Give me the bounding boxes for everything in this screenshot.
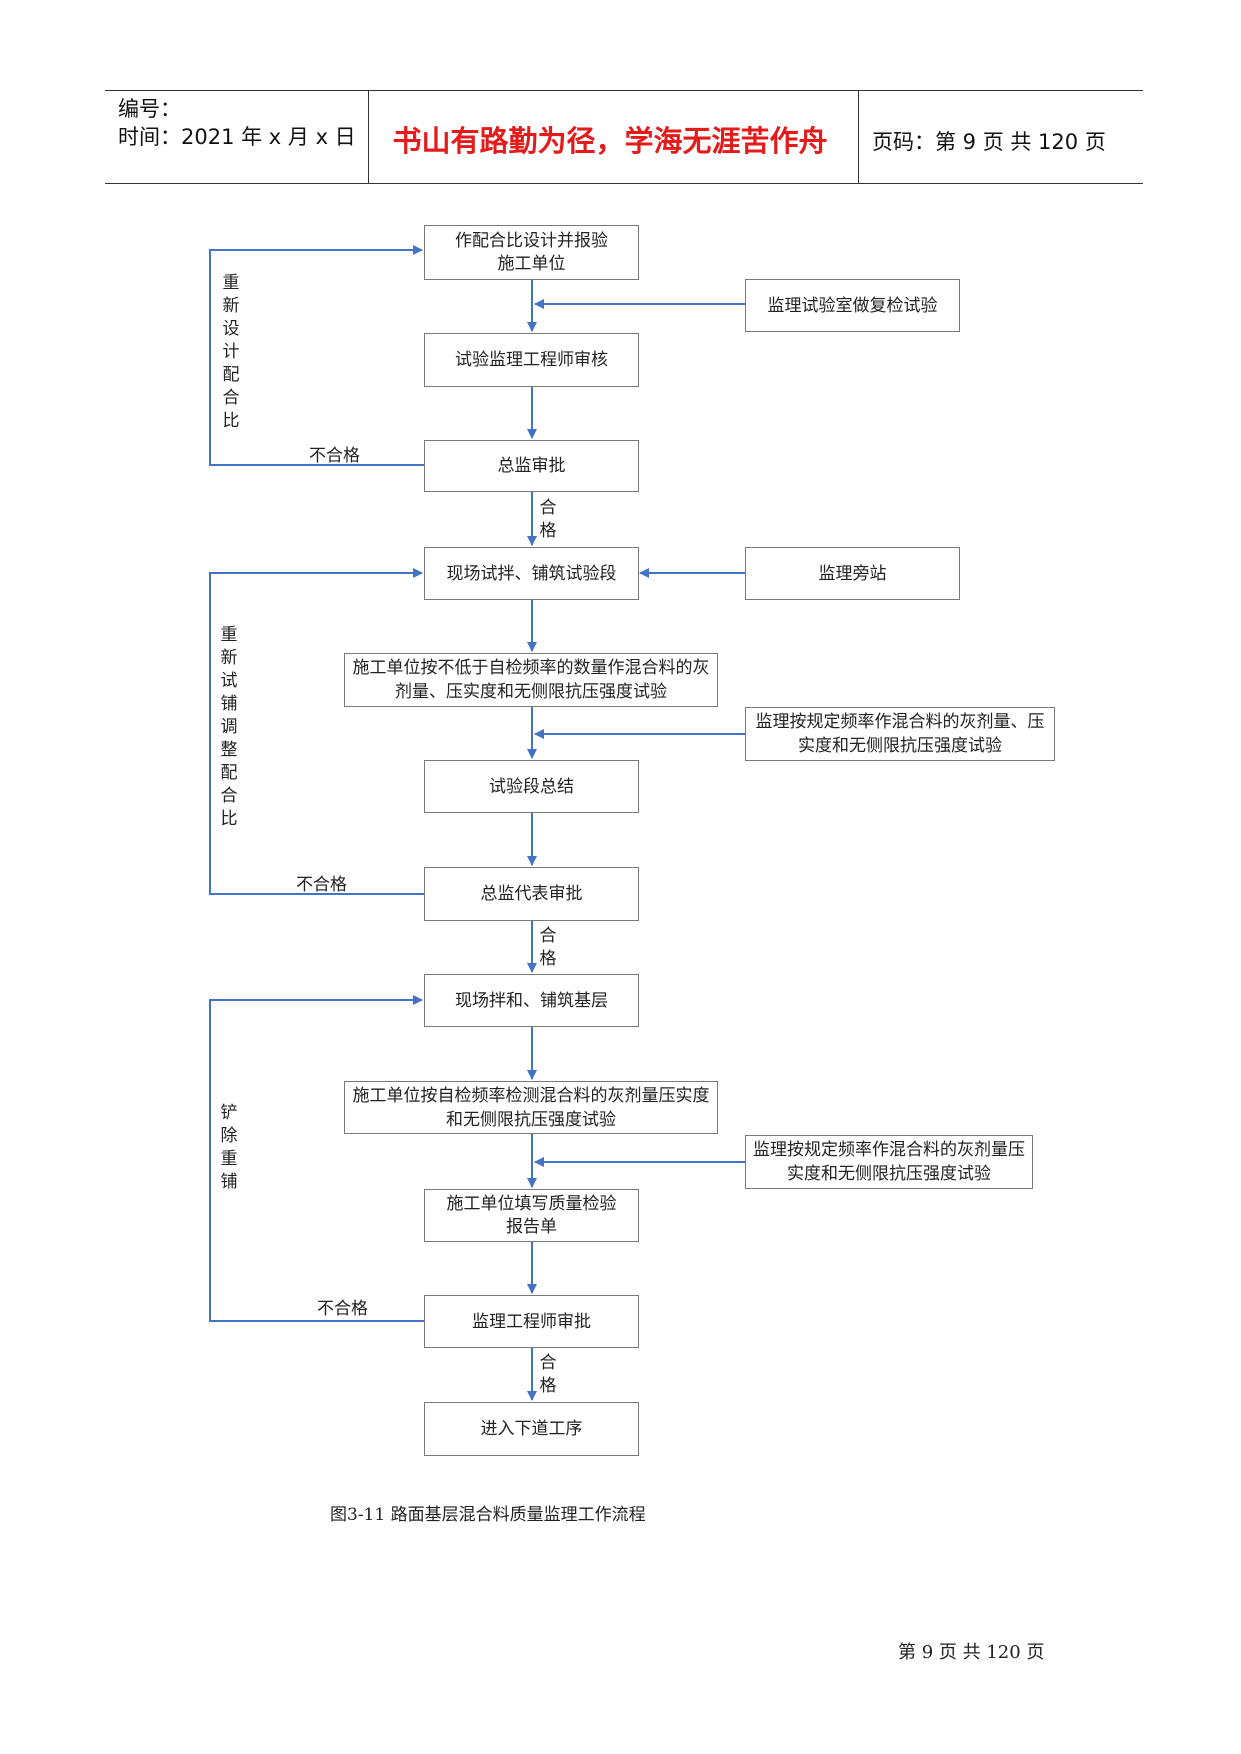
header-number-label: 编号：	[118, 97, 181, 121]
loop-redesign	[209, 245, 424, 466]
node-lab-recheck: 监理试验室做复检试验	[745, 279, 960, 332]
header-time-label: 时间：2021 年 x 月 x 日	[118, 125, 356, 149]
loop-repave	[209, 995, 424, 1322]
label-loop-redesign: 重新设计配合比	[222, 273, 240, 431]
node-lab-recheck-text: 监理试验室做复检试验	[767, 295, 938, 316]
node-supervisor-test-1: 监理按规定频率作混合料的灰剂量、压实度和无侧限抗压强度试验	[745, 707, 1055, 761]
header-motto: 书山有路勤为径，学海无涯苦作舟	[392, 124, 828, 158]
node-trial-summary-text: 试验段总结	[489, 776, 574, 797]
loop-retrial	[209, 568, 424, 895]
label-loop-repave: 铲除重铺	[220, 1103, 238, 1192]
node-quality-report-text: 施工单位填写质量检验 报告单	[446, 1193, 617, 1237]
node-design-text: 作配合比设计并报验 施工单位	[455, 230, 608, 274]
node-chief-rep-approve: 总监代表审批	[424, 867, 639, 921]
node-next-process: 进入下道工序	[424, 1402, 639, 1456]
node-contractor-test-1: 施工单位按不低于自检频率的数量作混合料的灰剂量、压实度和无侧限抗压强度试验	[344, 653, 718, 707]
node-engineer-approve: 监理工程师审批	[424, 1295, 639, 1348]
node-site-mix: 现场拌和、铺筑基层	[424, 974, 639, 1027]
node-supervise-station: 监理旁站	[745, 547, 960, 600]
header-divider-right	[858, 90, 859, 184]
label-fail-3: 不合格	[317, 1299, 368, 1319]
label-loop-retrial: 重新试铺调整配合比	[220, 625, 238, 829]
node-trial-mix: 现场试拌、铺筑试验段	[424, 547, 639, 600]
node-site-mix-text: 现场拌和、铺筑基层	[455, 990, 608, 1011]
header-bottom-rule	[105, 183, 1143, 184]
figure-caption: 图3-11 路面基层混合料质量监理工作流程	[330, 1505, 646, 1525]
node-engineer-review-text: 试验监理工程师审核	[455, 350, 608, 370]
node-next-process-text: 进入下道工序	[480, 1419, 583, 1439]
node-trial-summary: 试验段总结	[424, 760, 639, 813]
page-footer: 第 9 页 共 120 页	[898, 1642, 1045, 1663]
label-fail-2: 不合格	[296, 875, 347, 895]
label-fail-1: 不合格	[309, 446, 360, 466]
header-top-rule	[105, 90, 1143, 91]
node-design: 作配合比设计并报验 施工单位	[424, 225, 639, 280]
node-engineer-approve-text: 监理工程师审批	[472, 1311, 591, 1332]
node-chief-rep-approve-text: 总监代表审批	[480, 884, 583, 904]
label-pass-2: 合格	[539, 926, 557, 969]
node-engineer-review: 试验监理工程师审核	[424, 333, 639, 387]
node-supervisor-test-1-text: 监理按规定频率作混合料的灰剂量、压实度和无侧限抗压强度试验	[755, 712, 1045, 756]
label-pass-3: 合格	[539, 1353, 557, 1396]
label-pass-1: 合格	[539, 498, 557, 541]
node-contractor-test-2-text: 施工单位按自检频率检测混合料的灰剂量压实度和无侧限抗压强度试验	[352, 1085, 710, 1130]
node-chief-approve-1: 总监审批	[424, 440, 639, 492]
node-supervisor-test-2-text: 监理按规定频率作混合料的灰剂量压实度和无侧限抗压强度试验	[753, 1140, 1025, 1184]
node-trial-mix-text: 现场试拌、铺筑试验段	[446, 563, 617, 584]
header-page-label: 页码：第 9 页 共 120 页	[872, 130, 1106, 154]
node-supervisor-test-2: 监理按规定频率作混合料的灰剂量压实度和无侧限抗压强度试验	[745, 1135, 1033, 1189]
node-contractor-test-1-text: 施工单位按不低于自检频率的数量作混合料的灰剂量、压实度和无侧限抗压强度试验	[352, 658, 710, 702]
node-contractor-test-2: 施工单位按自检频率检测混合料的灰剂量压实度和无侧限抗压强度试验	[344, 1081, 718, 1134]
node-quality-report: 施工单位填写质量检验 报告单	[424, 1189, 639, 1242]
header-divider-left	[368, 90, 369, 184]
node-chief-approve-1-text: 总监审批	[497, 456, 566, 476]
node-supervise-station-text: 监理旁站	[818, 563, 887, 584]
